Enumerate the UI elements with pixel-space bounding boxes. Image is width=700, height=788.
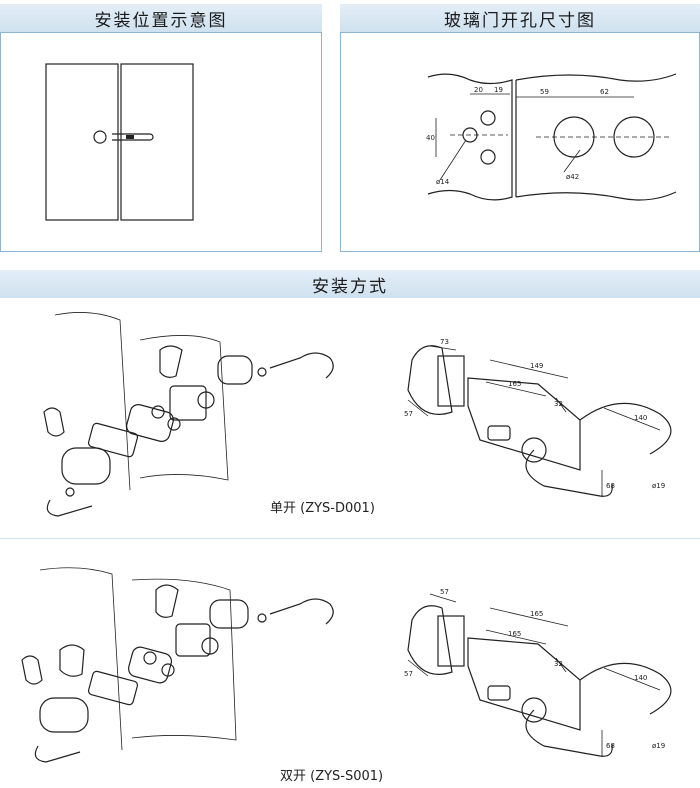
holes-title: 玻璃门开孔尺寸图 <box>444 10 596 31</box>
single-dim-d19: ø19 <box>652 482 665 490</box>
double-caption: 双开 (ZYS-S001) <box>280 769 384 784</box>
single-dim-140: 140 <box>634 414 647 422</box>
position-title: 安装位置示意图 <box>94 10 228 31</box>
double-exploded-diagram <box>21 567 334 763</box>
door-diagram <box>45 63 194 221</box>
single-assembled-diagram: 73 149 165 32 57 140 68 ø19 <box>404 338 672 497</box>
double-dim-165-top: 165 <box>530 610 543 618</box>
hole-dim-62: 62 <box>600 88 609 96</box>
single-caption: 单开 (ZYS-D001) <box>270 501 375 516</box>
hole-dim-59: 59 <box>540 88 549 96</box>
position-panel <box>0 32 322 252</box>
single-dim-165: 165 <box>508 380 521 388</box>
single-exploded-diagram <box>43 312 334 517</box>
position-header: 安装位置示意图 <box>0 4 322 32</box>
double-assembled-diagram: 57 57 165 165 32 140 68 ø19 <box>404 588 672 757</box>
single-dim-68: 68 <box>606 482 615 490</box>
single-dim-73: 73 <box>440 338 449 346</box>
double-dim-57-top: 57 <box>440 588 449 596</box>
single-dim-32: 32 <box>554 400 563 408</box>
double-dim-140: 140 <box>634 674 647 682</box>
double-dim-165-inner: 165 <box>508 630 521 638</box>
hole-dim-40: 40 <box>426 134 435 142</box>
install-header: 安装方式 <box>0 270 700 298</box>
section-divider <box>0 538 700 539</box>
holes-header: 玻璃门开孔尺寸图 <box>340 4 700 32</box>
double-dim-32: 32 <box>554 660 563 668</box>
holes-panel <box>340 32 700 252</box>
hole-dim-19: 19 <box>494 86 503 94</box>
double-dim-d19: ø19 <box>652 742 665 750</box>
double-dim-57-side: 57 <box>404 670 413 678</box>
single-dim-149: 149 <box>530 362 543 370</box>
hole-diagram: 20 19 59 62 40 ø14 ø42 <box>426 73 677 201</box>
install-title: 安装方式 <box>312 276 388 297</box>
double-dim-68: 68 <box>606 742 615 750</box>
hole-dim-d42: ø42 <box>566 173 579 181</box>
hole-dim-d14: ø14 <box>436 178 450 186</box>
single-dim-57: 57 <box>404 410 413 418</box>
hole-dim-20: 20 <box>474 86 483 94</box>
